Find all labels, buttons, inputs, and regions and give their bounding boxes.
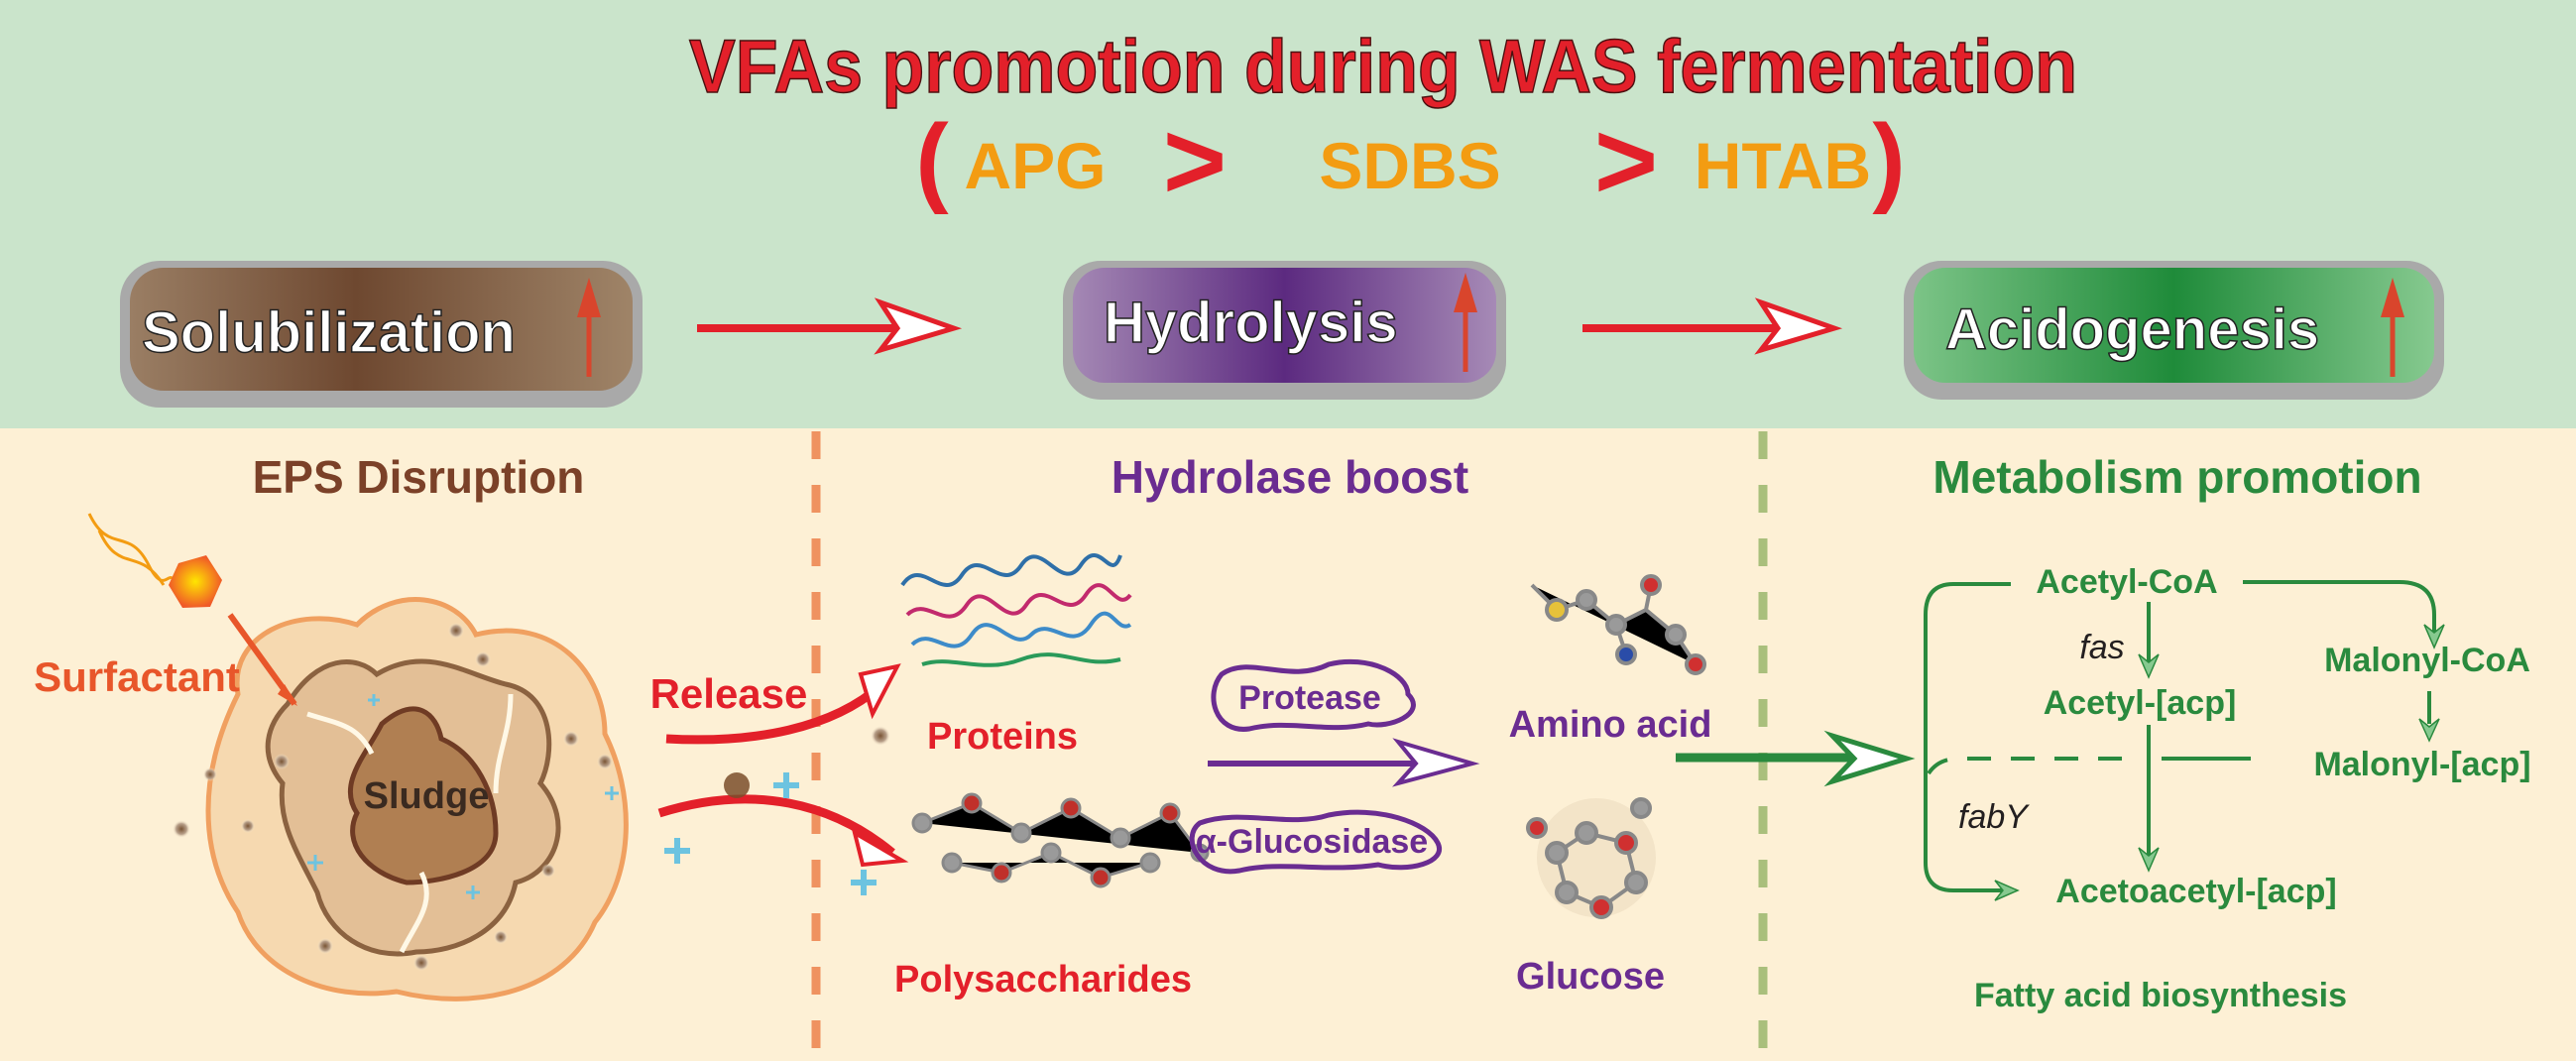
surfactant-molecule-icon [87,513,297,706]
release-arrows [657,663,909,895]
main-green-arrow [1676,730,1916,787]
glucosidase-enzyme: α-Glucosidase [1189,809,1443,875]
stage-arrow-1 [697,297,963,355]
section-eps: EPS Disruption [253,451,585,503]
release-label: Release [650,670,808,717]
gt-2: > [1594,100,1658,222]
sludge-floc: Sludge [173,597,629,1002]
sludge-label: Sludge [364,775,490,817]
hydrolysis-arrow [1208,738,1480,787]
pathway-caption: Fatty acid biosynthesis [1974,977,2347,1014]
glucose-molecule-icon [1526,797,1656,919]
section-hydrolase: Hydrolase boost [1112,451,1468,503]
gt-1: > [1163,100,1227,222]
malonyl-acp: Malonyl-[acp] [2313,746,2530,783]
stage-solubilization: Solubilization [120,261,643,408]
amino-acid-molecule-icon [1530,574,1706,675]
stage-acidogenesis: Acidogenesis [1904,261,2444,400]
main-title: VFAs promotion during WAS fermentation [689,25,2077,109]
rank-2: SDBS [1319,129,1500,202]
amino-acid-label: Amino acid [1509,704,1712,746]
stage-label: Acidogenesis [1945,297,2319,362]
rank-3: HTAB [1695,129,1871,202]
protein-structure-icon [900,553,1132,667]
increase-arrow-icon [1454,273,1477,372]
polysaccharides-label: Polysaccharides [894,959,1192,1001]
fabY-gene: fabY [1958,798,2030,836]
malonyl-coa: Malonyl-CoA [2324,642,2530,679]
stage-label: Solubilization [142,300,516,365]
stage-hydrolysis: Hydrolysis [1063,261,1506,400]
acetoacetyl-acp: Acetoacetyl-[acp] [2055,873,2336,910]
protease-label: Protease [1238,679,1381,717]
polysaccharide-structure-icon [911,792,1210,888]
rank-1: APG [964,129,1106,202]
stage-arrow-2 [1582,297,1843,355]
acetyl-coa: Acetyl-CoA [2036,563,2217,601]
section-metabolism: Metabolism promotion [1932,451,2421,503]
fas-gene: fas [2079,629,2124,666]
proteins-label: Proteins [927,716,1078,758]
pathway-arrowheads [1994,624,2445,901]
pathway-lines [1924,580,2436,892]
acetyl-acp: Acetyl-[acp] [2044,684,2237,722]
glucosidase-label: α-Glucosidase [1196,823,1428,861]
glucose-label: Glucose [1516,956,1665,998]
paren-close: ) [1872,104,1905,215]
surfactant-label: Surfactant [34,653,240,700]
paren-open: ( [915,104,949,215]
increase-arrow-icon [577,278,601,377]
increase-arrow-icon [2381,278,2404,377]
stage-label: Hydrolysis [1104,291,1398,355]
protease-enzyme: Protease [1211,658,1416,732]
surfactant-ranking: ( APG > SDBS > HTAB ) [915,100,1905,222]
